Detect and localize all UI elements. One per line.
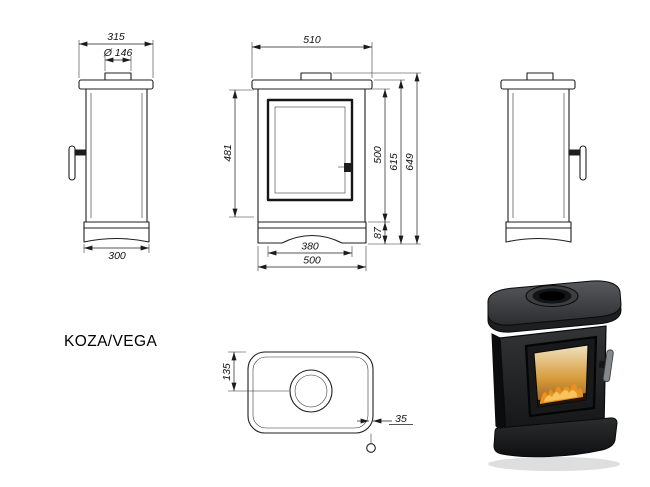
base-plinth	[257, 221, 367, 229]
dim-base-height: 87	[372, 226, 384, 239]
dim-height-to-plate: 615	[388, 153, 400, 171]
flue-opening-inner	[294, 374, 328, 408]
door-handle	[579, 145, 587, 181]
flue-collar	[104, 72, 132, 81]
dim-door-width: 380	[301, 241, 319, 253]
base-skirt	[257, 227, 367, 244]
dim-door-height: 481	[222, 144, 234, 162]
flames-inner	[544, 389, 577, 402]
top-plate-outline	[247, 351, 374, 434]
dim-knob-offset: 35	[395, 413, 407, 425]
side-view-right	[500, 72, 587, 243]
stove-3d-render	[487, 280, 622, 471]
handle-bracket	[74, 149, 87, 156]
base-skirt	[505, 227, 572, 243]
base-plinth	[83, 221, 150, 229]
dim-body-height: 500	[372, 146, 384, 164]
dim-total-height: 649	[404, 153, 416, 171]
stove-body	[85, 88, 148, 223]
door-frame	[266, 98, 354, 202]
door-handle	[68, 145, 76, 181]
flue-opening	[289, 369, 333, 413]
top-plate	[78, 79, 154, 90]
top-plate-inner-line	[252, 356, 369, 429]
dim-flue-diameter: Ø 146	[103, 47, 133, 59]
flue-collar	[526, 72, 554, 81]
dim-side-depth: 300	[108, 250, 126, 262]
door-latch	[344, 163, 352, 172]
dim-flue-offset: 135	[221, 363, 233, 381]
dim-width: 500	[303, 255, 321, 267]
dim-side-top-width: 315	[107, 31, 125, 43]
door-glass	[274, 106, 346, 194]
shadow	[488, 457, 620, 471]
air-control-knob	[366, 443, 376, 453]
flue-opening	[539, 291, 565, 301]
base-skirt	[493, 417, 618, 458]
flue-collar	[300, 72, 332, 81]
handle-bracket	[568, 149, 581, 156]
front-view: 481 500 87 615 649 510 380 500	[222, 34, 421, 271]
side-view-left: 315 Ø 146 300	[68, 31, 154, 262]
top-plate	[251, 79, 373, 90]
top-plate	[500, 79, 576, 90]
base-skirt	[83, 227, 150, 243]
product-title: KOZA/VEGA	[64, 333, 157, 350]
dim-top-width: 510	[303, 34, 321, 46]
stove-body	[257, 88, 366, 223]
stove-body	[507, 88, 570, 223]
base-plinth	[505, 221, 572, 229]
top-view: 135 35	[221, 351, 413, 453]
door-handle	[598, 349, 614, 383]
